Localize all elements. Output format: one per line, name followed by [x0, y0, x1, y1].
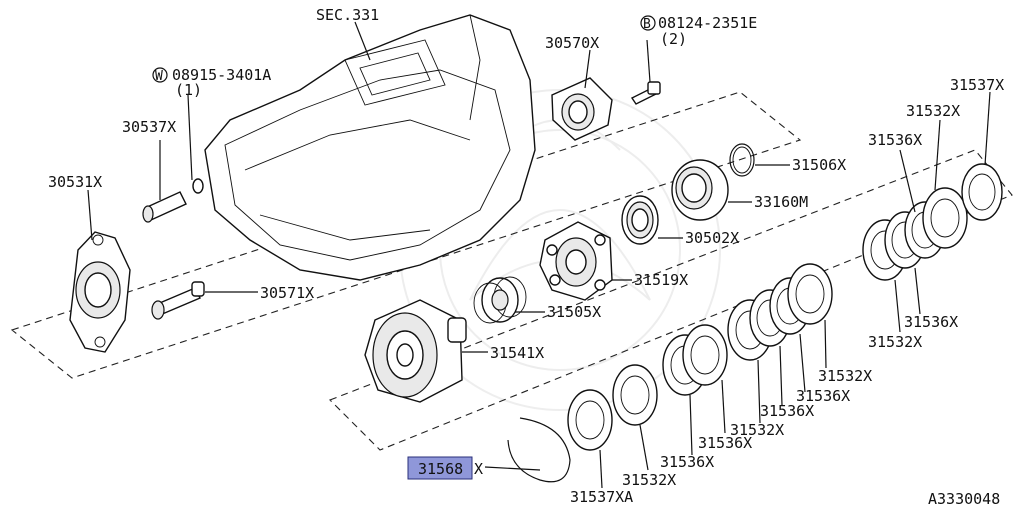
label-31519x: 31519X [634, 271, 688, 289]
bolt-b-symbol-circle [640, 15, 656, 31]
bolt-30571x [151, 281, 205, 320]
label-31532x-mid-b: 31532X [818, 367, 872, 385]
label-31536x-mid-a: 31536X [698, 434, 752, 452]
label-31532x-right-b: 31532X [906, 102, 960, 120]
snap-ring-31568x [507, 417, 571, 483]
label-31537x: 31537X [950, 76, 1004, 94]
plate-31536x-b [682, 324, 728, 386]
label-31536x-bottom: 31536X [660, 453, 714, 471]
assembly-outline-lower [329, 149, 1013, 451]
rear-cover-30531x [69, 231, 131, 353]
label-31536x-right-a: 31536X [904, 313, 958, 331]
label-31537xa: 31537XA [570, 488, 633, 506]
washer-w-symbol-circle [152, 67, 168, 83]
label-33160m: 33160M [754, 193, 808, 211]
label-31536x-mid-b: 31536X [760, 402, 814, 420]
plate-31532x-c [787, 263, 833, 325]
washer-w-symbol: W [155, 69, 163, 84]
label-30502x: 30502X [685, 229, 739, 247]
bolt-b-code: 08124-2351E [658, 14, 757, 32]
bolt-b-qty: (2) [660, 30, 687, 48]
flange-30570x [551, 77, 613, 141]
label-31568: 31568 [418, 460, 463, 478]
label-31536x-right-b: 31536X [868, 131, 922, 149]
label-31532x-mid-a: 31532X [730, 421, 784, 439]
highlight-31568 [407, 456, 473, 480]
stud-30537x [142, 178, 204, 223]
label-31532x-right-a: 31532X [868, 333, 922, 351]
washer-w-qty: (1) [175, 81, 202, 99]
label-30571x: 30571X [260, 284, 314, 302]
reference-code: A3330048 [928, 490, 1000, 508]
seal-33160m [671, 159, 729, 221]
label-31568-suffix: X [474, 460, 483, 478]
label-31536x-mid-c: 31536X [796, 387, 850, 405]
leader-lines [87, 21, 991, 489]
clutch-plate-stack [567, 163, 1003, 451]
plate-31532x-a [612, 364, 658, 426]
bolt-08124 [630, 81, 661, 105]
drum-31541x [364, 299, 467, 403]
label-31541x: 31541X [490, 344, 544, 362]
plate-31537x [961, 163, 1003, 221]
label-30570x: 30570X [545, 34, 599, 52]
snap-ring-31506x [729, 143, 755, 177]
spring-31505x [473, 276, 527, 324]
section-label: SEC.331 [316, 6, 379, 24]
label-30537x: 30537X [122, 118, 176, 136]
carrier-31519x [539, 221, 613, 301]
label-30531x: 30531X [48, 173, 102, 191]
label-31532x-bottom: 31532X [622, 471, 676, 489]
bearing-30502x [621, 195, 659, 245]
bolt-b-symbol: B [643, 17, 651, 32]
plate-31537xa [567, 389, 613, 451]
label-31505x: 31505X [547, 303, 601, 321]
label-31506x: 31506X [792, 156, 846, 174]
plate-31532x-e [922, 187, 968, 249]
washer-w-code: 08915-3401A [172, 66, 271, 84]
transfer-housing [204, 14, 536, 281]
